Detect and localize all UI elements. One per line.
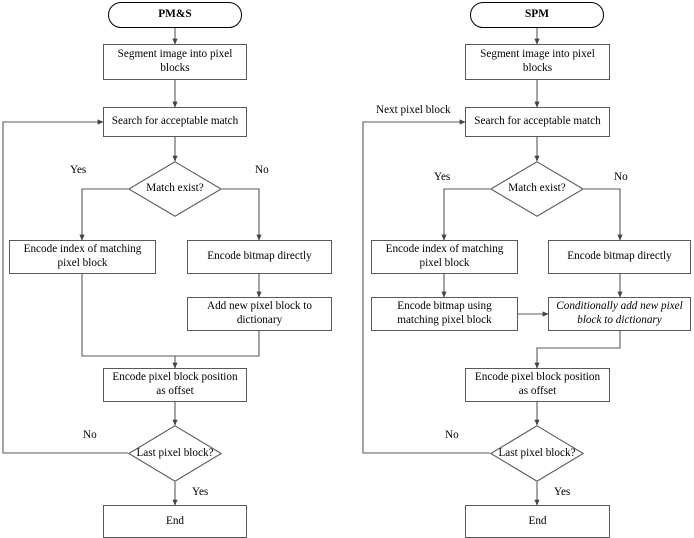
right-conditionally-add-label: Conditionally add new pixel block to dic… <box>556 300 683 326</box>
right-encode-index-box[interactable]: Encode index of matching pixel block <box>371 240 518 274</box>
left-encode-offset-label: Encode pixel block position as offset <box>112 371 238 397</box>
right-encode-bitmap-using-label: Encode bitmap using matching pixel block <box>397 300 492 326</box>
right-last-yes-label: Yes <box>554 486 571 498</box>
left-end-box[interactable]: End <box>103 505 247 538</box>
left-last-yes-label: Yes <box>192 486 209 498</box>
diamond-shape-icon <box>128 425 222 482</box>
left-last-no-label: No <box>83 429 97 441</box>
left-match-decision[interactable]: Match exist? <box>128 161 222 217</box>
right-segment-box[interactable]: Segment image into pixel blocks <box>465 44 610 80</box>
right-encode-bitmap-label: Encode bitmap directly <box>567 250 672 263</box>
right-encode-index-label: Encode index of matching pixel block <box>385 243 504 269</box>
right-last-decision-label: Last pixel block? <box>498 446 576 459</box>
right-search-box[interactable]: Search for acceptable match <box>465 107 610 137</box>
right-search-label: Search for acceptable match <box>474 115 601 128</box>
right-end-box[interactable]: End <box>465 505 610 538</box>
right-segment-label: Segment image into pixel blocks <box>480 48 595 74</box>
right-encode-bitmap-using-box[interactable]: Encode bitmap using matching pixel block <box>371 297 518 331</box>
right-last-no-label: No <box>445 429 459 441</box>
left-search-label: Search for acceptable match <box>111 115 239 128</box>
right-encode-bitmap-box[interactable]: Encode bitmap directly <box>548 240 691 274</box>
diamond-shape-icon <box>128 161 222 217</box>
left-end-label: End <box>165 514 185 527</box>
left-encode-bitmap-label: Encode bitmap directly <box>207 250 312 263</box>
diamond-shape-icon <box>490 425 584 482</box>
left-match-no-label: No <box>255 164 269 176</box>
left-encode-offset-box[interactable]: Encode pixel block position as offset <box>103 368 247 402</box>
left-segment-box[interactable]: Segment image into pixel blocks <box>103 44 247 80</box>
right-conditionally-add-box[interactable]: Conditionally add new pixel block to dic… <box>548 297 691 331</box>
right-match-decision[interactable]: Match exist? <box>490 161 584 217</box>
left-last-decision[interactable]: Last pixel block? <box>128 425 222 482</box>
left-match-yes-label: Yes <box>70 164 87 176</box>
right-match-yes-label: Yes <box>434 171 451 183</box>
right-encode-offset-box[interactable]: Encode pixel block position as offset <box>465 368 610 402</box>
left-search-box[interactable]: Search for acceptable match <box>103 107 247 137</box>
left-match-decision-label: Match exist? <box>146 182 204 195</box>
right-start-terminator[interactable]: SPM <box>470 2 604 28</box>
left-add-block-label: Add new pixel block to dictionary <box>206 300 313 326</box>
left-encode-index-box[interactable]: Encode index of matching pixel block <box>9 240 156 274</box>
left-segment-label: Segment image into pixel blocks <box>117 48 233 74</box>
right-match-no-label: No <box>614 171 628 183</box>
right-end-label: End <box>528 514 547 527</box>
left-start-label: PM&S <box>158 8 192 21</box>
right-start-label: SPM <box>524 8 550 21</box>
diamond-shape-icon <box>490 161 584 217</box>
left-start-terminator[interactable]: PM&S <box>108 2 242 28</box>
right-match-decision-label: Match exist? <box>508 182 566 195</box>
left-encode-index-label: Encode index of matching pixel block <box>23 243 142 269</box>
right-last-decision[interactable]: Last pixel block? <box>490 425 584 482</box>
right-encode-offset-label: Encode pixel block position as offset <box>474 371 601 397</box>
left-add-block-box[interactable]: Add new pixel block to dictionary <box>187 297 332 331</box>
left-encode-bitmap-box[interactable]: Encode bitmap directly <box>187 240 332 274</box>
right-next-pixel-block-label: Next pixel block <box>376 104 451 116</box>
left-last-decision-label: Last pixel block? <box>136 446 214 459</box>
